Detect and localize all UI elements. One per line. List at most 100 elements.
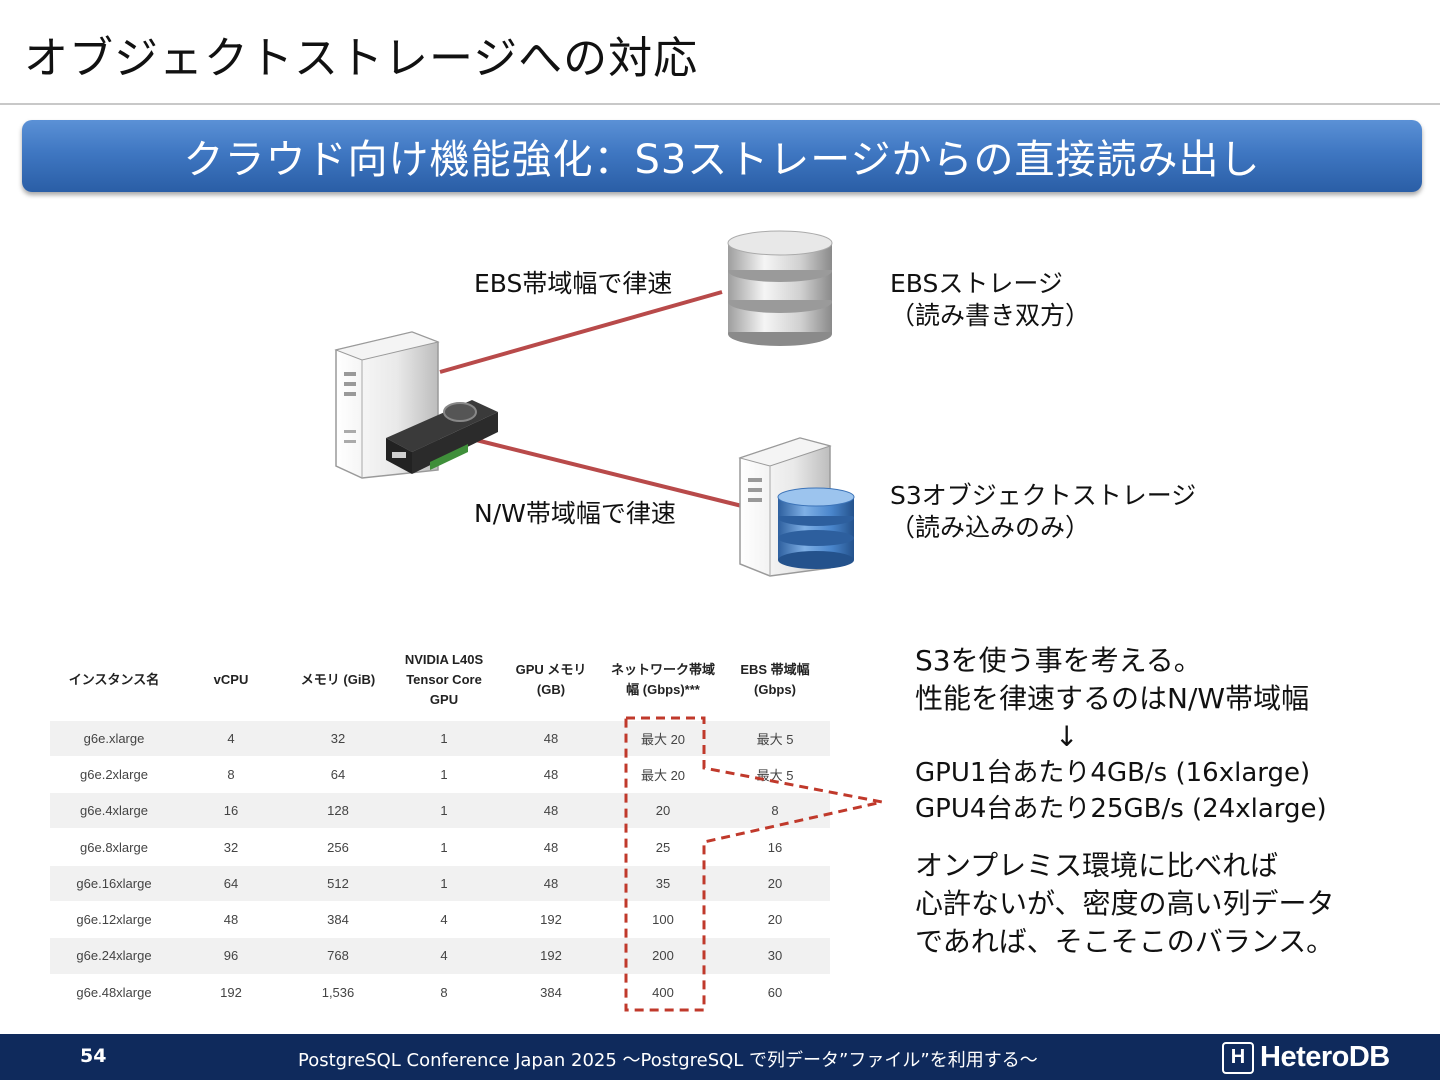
table-cell: 384	[496, 974, 606, 1010]
instance-spec-table: インスタンス名 vCPU メモリ (GiB) NVIDIA L40S Tenso…	[50, 640, 830, 1010]
page-number: 54	[80, 1045, 106, 1067]
title-divider	[0, 103, 1440, 105]
s3-storage-name: S3オブジェクトストレージ	[890, 480, 1196, 513]
notes-panel: S3を使う事を考える。 性能を律速するのはN/W帯域幅 ↓ GPU1台あたり4G…	[915, 642, 1334, 961]
col-header-gpu-memory: GPU メモリ (GB)	[496, 640, 606, 720]
col-header-gpu: NVIDIA L40S Tensor Core GPU	[392, 640, 496, 720]
table-cell: 192	[178, 974, 284, 1010]
table-cell: 512	[284, 865, 392, 901]
table-cell: 1	[392, 793, 496, 829]
table-cell: 96	[178, 938, 284, 974]
table-cell: g6e.xlarge	[50, 720, 178, 756]
table-cell: g6e.8xlarge	[50, 829, 178, 865]
gpu-card-icon	[386, 400, 498, 474]
table-cell: 48	[496, 829, 606, 865]
table-cell: 4	[178, 720, 284, 756]
col-header-instance: インスタンス名	[50, 640, 178, 720]
table-cell: 16	[720, 829, 830, 865]
server-with-database-icon	[740, 438, 854, 576]
ebs-storage-name: EBSストレージ	[890, 268, 1063, 301]
table-cell: 最大 20	[606, 756, 720, 792]
table-cell: 1	[392, 829, 496, 865]
table-cell: 8	[392, 974, 496, 1010]
table-cell: 192	[496, 901, 606, 937]
col-header-vcpu: vCPU	[178, 640, 284, 720]
table-cell: 30	[720, 938, 830, 974]
note-line-3: GPU1台あたり4GB/s (16xlarge)	[915, 756, 1334, 791]
table-cell: 48	[496, 865, 606, 901]
table-cell: 最大 5	[720, 720, 830, 756]
slide-title: オブジェクトストレージへの対応	[24, 22, 698, 86]
footer-text: PostgreSQL Conference Japan 2025 ～Postgr…	[298, 1046, 1038, 1072]
table-cell: g6e.4xlarge	[50, 793, 178, 829]
banner-text: クラウド向け機能強化：S3ストレージからの直接読み出し	[183, 127, 1260, 185]
table-cell: 64	[284, 756, 392, 792]
table-cell: 20	[720, 901, 830, 937]
table-cell: g6e.16xlarge	[50, 865, 178, 901]
nw-link-label: N/W帯域幅で律速	[474, 498, 676, 531]
table-cell: 1,536	[284, 974, 392, 1010]
ebs-link-label: EBS帯域幅で律速	[474, 268, 672, 301]
table-cell: 256	[284, 829, 392, 865]
s3-storage-note: （読み込みのみ）	[890, 512, 1090, 545]
note-line-4: GPU4台あたり25GB/s (24xlarge)	[915, 792, 1334, 827]
table-cell: 最大 5	[720, 756, 830, 792]
table-cell: 60	[720, 974, 830, 1010]
table-cell: 1	[392, 720, 496, 756]
note-line-7: であれば、そこそこのバランス。	[915, 923, 1334, 961]
table-cell: g6e.48xlarge	[50, 974, 178, 1010]
col-header-ebs: EBS 帯域幅 (Gbps)	[720, 640, 830, 720]
server-icon	[336, 332, 438, 478]
down-arrow-icon: ↓	[915, 718, 1334, 756]
logo-mark-icon: H	[1222, 1042, 1254, 1074]
ebs-storage-note: （読み書き双方）	[890, 300, 1090, 333]
table-cell: 最大 20	[606, 720, 720, 756]
table-cell: 8	[720, 793, 830, 829]
ebs-link-line	[440, 292, 722, 372]
note-line-2: 性能を律速するのはN/W帯域幅	[915, 680, 1334, 718]
note-line-6: 心許ないが、密度の高い列データ	[915, 885, 1334, 923]
database-icon	[728, 231, 832, 346]
table-cell: 4	[392, 938, 496, 974]
table-cell: 192	[496, 938, 606, 974]
col-header-network: ネットワーク帯域幅 (Gbps)***	[606, 640, 720, 720]
table-cell: 1	[392, 865, 496, 901]
note-line-5: オンプレミス環境に比べれば	[915, 847, 1334, 885]
table-cell: 25	[606, 829, 720, 865]
table-cell: 32	[178, 829, 284, 865]
footer-bar: 54 PostgreSQL Conference Japan 2025 ～Pos…	[0, 1034, 1440, 1080]
table-cell: g6e.2xlarge	[50, 756, 178, 792]
table-cell: 48	[178, 901, 284, 937]
section-banner: クラウド向け機能強化：S3ストレージからの直接読み出し	[22, 120, 1422, 192]
col-header-memory: メモリ (GiB)	[284, 640, 392, 720]
table-cell: g6e.24xlarge	[50, 938, 178, 974]
table-cell: 768	[284, 938, 392, 974]
table-cell: 48	[496, 756, 606, 792]
heterodb-logo: H HeteroDB	[1222, 1041, 1390, 1074]
table-cell: g6e.12xlarge	[50, 901, 178, 937]
table-cell: 35	[606, 865, 720, 901]
note-line-1: S3を使う事を考える。	[915, 642, 1334, 680]
table-header-row: インスタンス名 vCPU メモリ (GiB) NVIDIA L40S Tenso…	[50, 640, 830, 720]
table-cell: 400	[606, 974, 720, 1010]
table-cell: 4	[392, 901, 496, 937]
logo-text: HeteroDB	[1260, 1041, 1390, 1074]
table-cell: 20	[720, 865, 830, 901]
table-cell: 128	[284, 793, 392, 829]
table-cell: 100	[606, 901, 720, 937]
table-cell: 48	[496, 720, 606, 756]
table-cell: 1	[392, 756, 496, 792]
table-cell: 8	[178, 756, 284, 792]
nw-link-line	[468, 438, 742, 506]
table-cell: 16	[178, 793, 284, 829]
table-cell: 32	[284, 720, 392, 756]
table-cell: 20	[606, 793, 720, 829]
